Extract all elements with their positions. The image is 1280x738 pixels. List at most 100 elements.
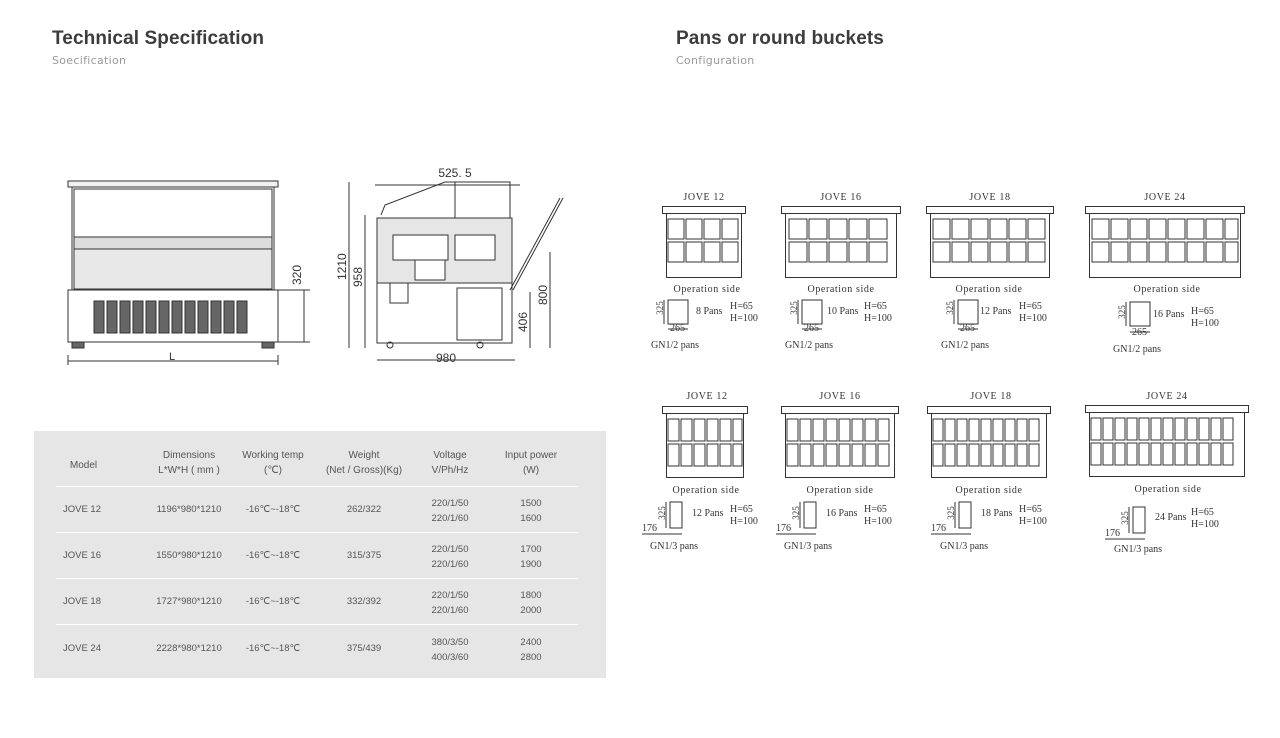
cfg-gn12-3-side: Operation side <box>955 284 1023 295</box>
cfg-gn12-2-pan-diagram <box>797 299 823 330</box>
cfg-gn12-1-layout <box>662 206 746 278</box>
cfg-gn13-3-d1: 325 <box>945 506 956 520</box>
row1-dim: 1196*980*1210 <box>156 504 222 515</box>
cfg-gn12-4-d1: 325 <box>1116 305 1127 319</box>
cfg-gn12-4-h1: H=65 <box>1191 306 1214 317</box>
cfg-gn12-4-title: JOVE 24 <box>1144 192 1186 203</box>
side-height-800: 800 <box>536 285 550 305</box>
cfg-gn12-4-h2: H=100 <box>1191 318 1219 329</box>
cfg-gn12-2-title: JOVE 16 <box>820 192 862 203</box>
row1-model: JOVE 12 <box>62 504 102 515</box>
cfg-gn13-4-h2: H=100 <box>1191 519 1219 530</box>
cfg-gn12-1-pan-diagram <box>663 299 689 330</box>
cfg-gn13-4-side: Operation side <box>1134 484 1202 495</box>
cfg-gn13-2-d1: 325 <box>790 506 801 520</box>
left-subtitle: Soecification <box>52 54 127 67</box>
cfg-gn13-4-d2: 176 <box>1105 528 1120 539</box>
cfg-gn12-4-side: Operation side <box>1133 284 1201 295</box>
header-working-temp-unit: (℃) <box>264 465 282 476</box>
header-weight: Weight <box>348 450 380 461</box>
row2-dim: 1550*980*1210 <box>156 550 222 561</box>
cfg-gn12-1-h1: H=65 <box>730 301 753 312</box>
row2-weight: 315/375 <box>346 550 382 561</box>
row2-power-1: 1700 <box>520 544 542 555</box>
cfg-gn12-4-caption: GN1/2 pans <box>1113 344 1162 355</box>
cfg-gn13-3-d2: 176 <box>931 523 946 534</box>
cfg-gn13-3-pans: 18 Pans <box>981 508 1013 519</box>
cfg-gn13-1-title: JOVE 12 <box>686 391 728 402</box>
row1-power-2: 1600 <box>520 513 542 524</box>
cfg-gn13-3-title: JOVE 18 <box>970 391 1012 402</box>
cfg-gn12-1-pans: 8 Pans <box>696 306 723 317</box>
cfg-gn13-4-h1: H=65 <box>1191 507 1214 518</box>
cfg-gn12-2-pans: 10 Pans <box>827 306 859 317</box>
row4-power-2: 2800 <box>520 652 542 663</box>
cfg-gn12-3-caption: GN1/2 pans <box>941 340 990 351</box>
row2-voltage-1: 220/1/50 <box>431 544 469 555</box>
header-dimensions: Dimensions <box>162 450 216 461</box>
front-view-drawing: L 320 <box>67 180 310 365</box>
row1-voltage-1: 220/1/50 <box>431 498 469 509</box>
cfg-gn13-1-pan-diagram <box>642 501 683 535</box>
cfg-gn12-2-h2: H=100 <box>864 313 892 324</box>
row4-voltage-1: 380/3/50 <box>431 637 469 648</box>
row1-voltage-2: 220/1/60 <box>431 513 469 524</box>
cfg-gn13-4-pan-diagram <box>1105 506 1146 540</box>
cfg-gn13-2-side: Operation side <box>806 485 874 496</box>
side-top-dim: 525. 5 <box>438 166 472 180</box>
cfg-gn13-3-caption: GN1/3 pans <box>940 541 989 552</box>
cfg-gn12-4-d2: 265 <box>1132 327 1147 338</box>
side-height-1210: 1210 <box>335 253 349 280</box>
header-dimensions-unit: L*W*H ( mm ) <box>158 465 220 476</box>
row3-temp: -16℃~-18℃ <box>245 596 301 607</box>
front-length-dim: L <box>169 351 175 363</box>
cfg-gn13-3-layout <box>927 406 1051 478</box>
row3-dim: 1727*980*1210 <box>156 596 222 607</box>
header-model: Model <box>69 460 98 471</box>
cfg-gn12-3-h2: H=100 <box>1019 313 1047 324</box>
cfg-gn13-3-side: Operation side <box>955 485 1023 496</box>
row1-power-1: 1500 <box>520 498 542 509</box>
cfg-gn13-3-h1: H=65 <box>1019 504 1042 515</box>
cfg-gn13-3-h2: H=100 <box>1019 516 1047 527</box>
row3-power-1: 1800 <box>520 590 542 601</box>
row4-voltage-2: 400/3/60 <box>431 652 469 663</box>
cfg-gn12-1-h2: H=100 <box>730 313 758 324</box>
row1-weight: 262/322 <box>346 504 382 515</box>
row4-dim: 2228*980*1210 <box>156 643 222 654</box>
cfg-gn13-1-layout <box>662 406 748 478</box>
cfg-gn12-1-title: JOVE 12 <box>683 192 725 203</box>
row4-model: JOVE 24 <box>62 643 102 654</box>
cfg-gn13-4-layout <box>1085 405 1249 477</box>
row4-temp: -16℃~-18℃ <box>245 643 301 654</box>
row-divider <box>56 624 578 625</box>
row2-model: JOVE 16 <box>62 550 102 561</box>
cfg-gn12-2-d2: 265 <box>804 323 819 334</box>
cfg-gn12-3-pans: 12 Pans <box>980 306 1012 317</box>
cfg-gn13-4-d1: 325 <box>1119 511 1130 525</box>
cfg-gn13-2-h2: H=100 <box>864 516 892 527</box>
cfg-gn12-2-caption: GN1/2 pans <box>785 340 834 351</box>
row2-voltage-2: 220/1/60 <box>431 559 469 570</box>
header-working-temp: Working temp <box>242 450 304 461</box>
right-subtitle: Configuration <box>676 54 755 67</box>
side-height-958: 958 <box>351 267 365 287</box>
right-title: Pans or round buckets <box>676 28 884 49</box>
cfg-gn13-2-pan-diagram <box>776 501 817 535</box>
cfg-gn12-3-d2: 265 <box>960 323 975 334</box>
cfg-gn12-3-title: JOVE 18 <box>969 192 1011 203</box>
cfg-gn13-4-pans: 24 Pans <box>1155 512 1187 523</box>
cfg-gn12-4-pans: 16 Pans <box>1153 309 1185 320</box>
row3-voltage-2: 220/1/60 <box>431 605 469 616</box>
cfg-gn13-1-caption: GN1/3 pans <box>650 541 699 552</box>
row-divider <box>56 578 578 579</box>
row3-model: JOVE 18 <box>62 596 102 607</box>
row4-power-1: 2400 <box>520 637 542 648</box>
cfg-gn13-4-caption: GN1/3 pans <box>1114 544 1163 555</box>
row3-power-2: 2000 <box>520 605 542 616</box>
side-view-drawing: 525. 5 1210 958 406 800 980 <box>335 166 564 365</box>
row3-voltage-1: 220/1/50 <box>431 590 469 601</box>
cfg-gn13-1-side: Operation side <box>672 485 740 496</box>
cfg-gn13-1-pans: 12 Pans <box>692 508 724 519</box>
cfg-gn12-3-layout <box>926 206 1054 278</box>
